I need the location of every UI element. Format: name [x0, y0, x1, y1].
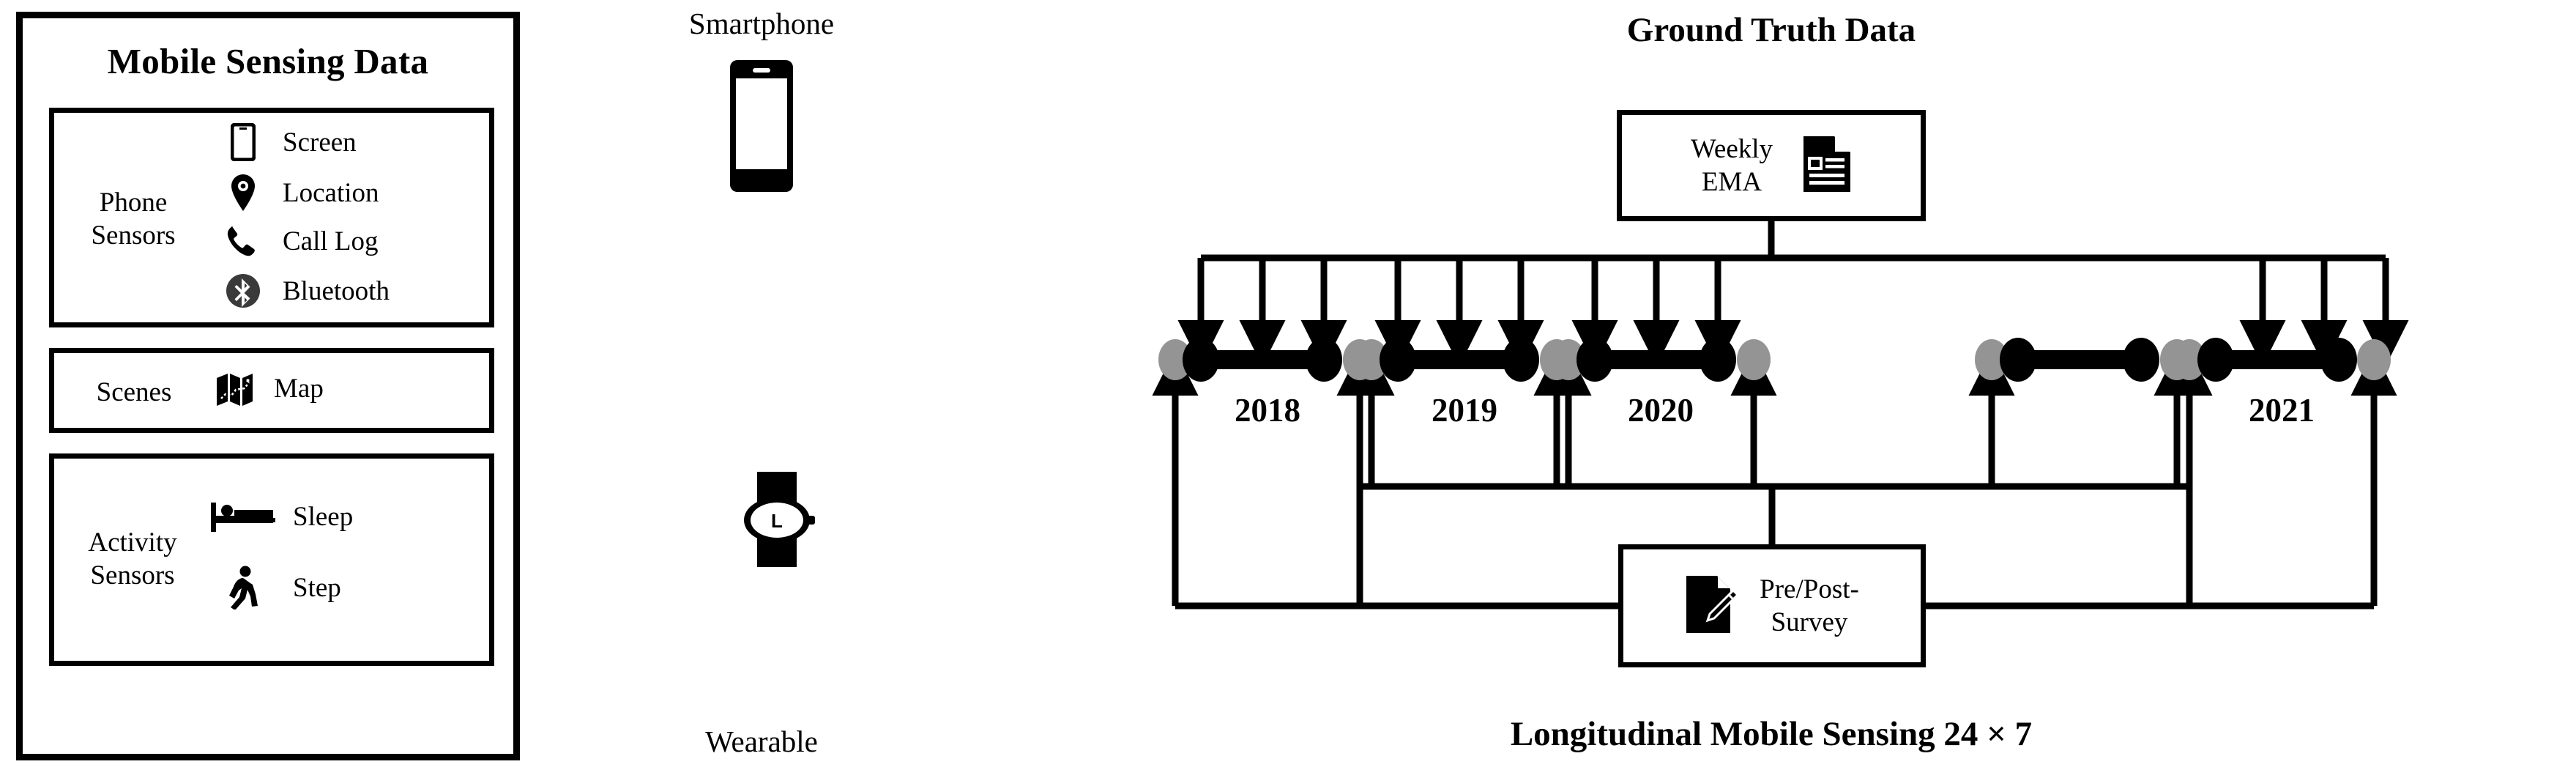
devices-column: Smartphone L Wearable: [556, 0, 967, 778]
weekly-ema-line1: Weekly: [1690, 133, 1773, 164]
activity-label-line2: Sensors: [90, 560, 175, 591]
mobile-sensing-data-panel: Mobile Sensing Data Phone Sensors Screen…: [16, 12, 520, 760]
pre-post-survey-label: Pre/Post- Survey: [1760, 573, 1859, 639]
list-item-label: Sleep: [293, 501, 354, 532]
weekly-ema-box: Weekly EMA: [1617, 110, 1926, 221]
list-item-label: Location: [283, 177, 379, 208]
year-label-2021: 2021: [2249, 392, 2315, 429]
smartphone-illustration: [730, 60, 793, 196]
scenes-label-line1: Scenes: [96, 377, 172, 407]
wearable-watch-illustration: L: [738, 472, 819, 571]
list-item-label: Step: [293, 572, 341, 603]
list-item: Screen: [223, 123, 357, 161]
activity-sensors-label: Activity Sensors: [63, 526, 202, 592]
document-lines-icon: [1802, 135, 1852, 197]
phone-sensors-label-line2: Sensors: [91, 221, 176, 251]
list-item: Bluetooth: [223, 273, 390, 309]
watch-face-glyph: L: [771, 510, 783, 532]
timeline-connectors: [1152, 221, 2409, 610]
list-item: Step: [209, 566, 341, 610]
list-item: Location: [223, 173, 379, 212]
phone-call-icon: [223, 223, 264, 259]
phone-sensors-group: Phone Sensors Screen Location Call L: [49, 108, 494, 327]
phone-sensors-label: Phone Sensors: [67, 186, 199, 252]
year-label-2018: 2018: [1235, 392, 1300, 429]
phone-sensors-label-line1: Phone: [99, 188, 168, 218]
walking-step-icon: [209, 566, 277, 610]
wearable-label: Wearable: [705, 725, 818, 758]
activity-sensors-group: Activity Sensors Sleep: [49, 453, 494, 666]
list-item-label: Screen: [283, 127, 357, 158]
year-segments: [1158, 338, 2391, 382]
ground-truth-title: Ground Truth Data: [1626, 11, 1916, 49]
figure-caption: Longitudinal Mobile Sensing 24 × 7: [1510, 715, 2033, 753]
bed-sleep-icon: [209, 500, 277, 533]
year-label-2019: 2019: [1432, 392, 1497, 429]
bluetooth-icon: [223, 273, 264, 309]
scenes-group: Scenes Map: [49, 348, 494, 433]
year-label-2020: 2020: [1628, 392, 1694, 429]
ground-truth-timeline: Ground Truth Data: [967, 0, 2576, 778]
weekly-ema-line2: EMA: [1701, 167, 1762, 197]
location-pin-icon: [223, 173, 264, 212]
list-item: Sleep: [209, 500, 353, 533]
document-pencil-icon: [1685, 574, 1740, 638]
survey-line2: Survey: [1771, 607, 1848, 637]
map-icon: [214, 369, 255, 407]
activity-label-line1: Activity: [88, 527, 177, 557]
list-item-label: Map: [274, 373, 324, 404]
weekly-ema-label: Weekly EMA: [1691, 133, 1773, 199]
page-title: Mobile Sensing Data: [107, 41, 429, 81]
scenes-label: Scenes: [64, 376, 204, 409]
list-item-label: Bluetooth: [283, 275, 390, 306]
list-item: Call Log: [223, 223, 379, 259]
list-item-label: Call Log: [283, 226, 379, 256]
pre-post-survey-box: Pre/Post- Survey: [1618, 544, 1926, 667]
smartphone-screen-icon: [223, 123, 264, 161]
survey-line1: Pre/Post-: [1760, 574, 1859, 604]
list-item: Map: [214, 369, 324, 407]
smartphone-label: Smartphone: [688, 7, 835, 40]
